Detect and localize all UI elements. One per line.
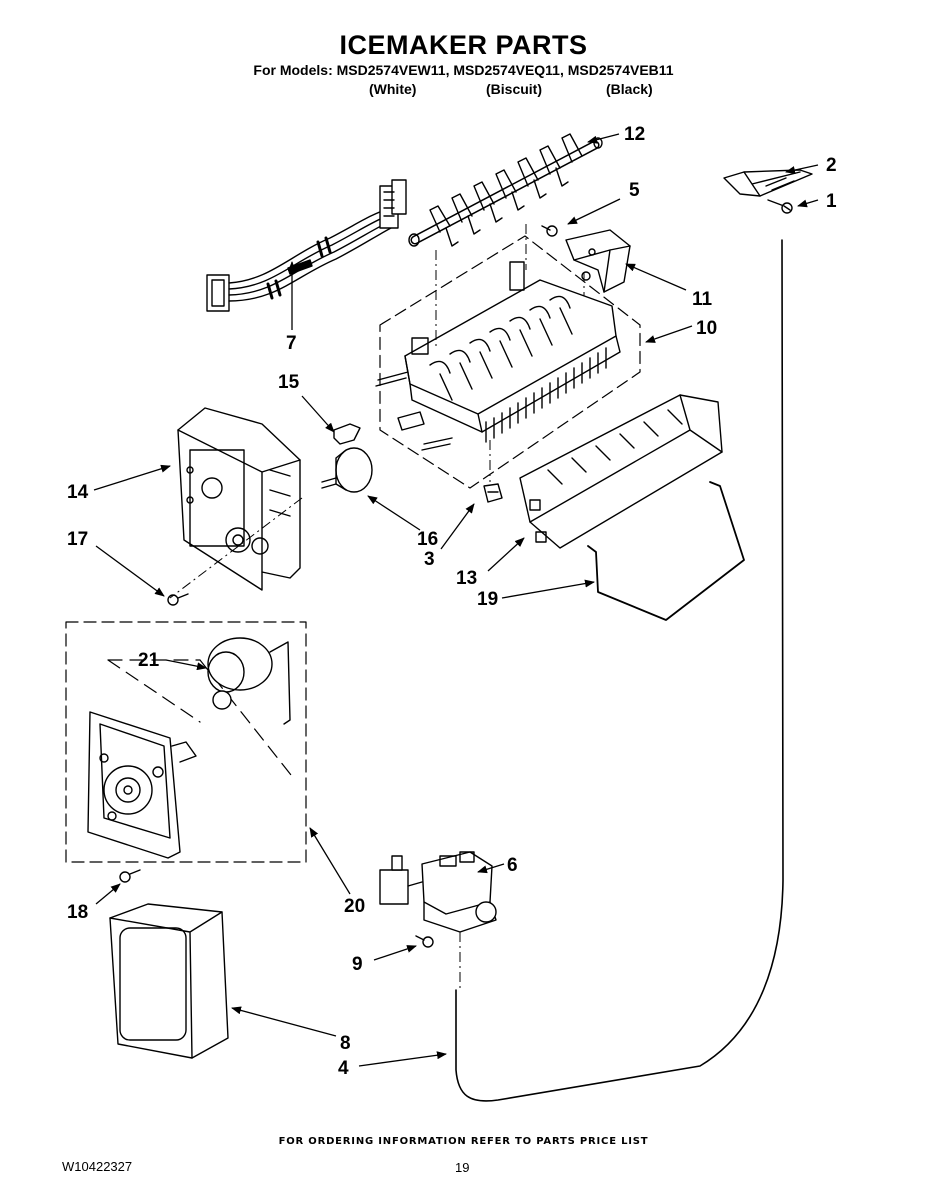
callout-5: 5 xyxy=(629,180,640,201)
callout-6: 6 xyxy=(507,855,518,876)
callout-21: 21 xyxy=(138,650,160,671)
callout-12: 12 xyxy=(624,124,645,145)
part-cover xyxy=(519,394,723,549)
part-water-tube xyxy=(455,239,784,1102)
part-thermostat-clip xyxy=(333,423,361,445)
part-module-plate xyxy=(87,711,197,859)
part-motor xyxy=(207,637,291,725)
page-number: 19 xyxy=(455,1160,470,1175)
part-bracket xyxy=(565,229,631,293)
part-wiring-harness xyxy=(206,179,407,312)
part-water-valve xyxy=(379,851,497,933)
callout-19: 19 xyxy=(477,589,498,610)
variant-white: (White) xyxy=(369,81,417,97)
callout-20: 20 xyxy=(344,896,365,917)
part-screw-18 xyxy=(119,869,141,883)
leader-arrows xyxy=(93,133,819,1067)
part-clip xyxy=(483,483,503,503)
callout-15: 15 xyxy=(278,372,300,393)
callout-18: 18 xyxy=(67,902,88,923)
callout-13: 13 xyxy=(456,568,477,589)
part-screw-9 xyxy=(415,935,434,948)
callout-14: 14 xyxy=(67,482,89,503)
part-screw-1 xyxy=(767,199,793,214)
callout-8: 8 xyxy=(340,1033,351,1054)
variant-biscuit: (Biscuit) xyxy=(486,81,542,97)
callout-7: 7 xyxy=(286,333,297,354)
callout-17: 17 xyxy=(67,529,88,550)
callout-1: 1 xyxy=(826,191,837,212)
part-mold xyxy=(375,261,621,451)
ordering-note: FOR ORDERING INFORMATION REFER TO PARTS … xyxy=(278,1136,649,1147)
callout-11: 11 xyxy=(692,289,713,310)
part-screw-5 xyxy=(541,225,558,237)
callout-10: 10 xyxy=(696,318,717,339)
callout-16: 16 xyxy=(417,529,438,550)
document-id: W10422327 xyxy=(62,1159,133,1174)
part-10-dashed-box xyxy=(379,235,641,489)
model-list: For Models: MSD2574VEW11, MSD2574VEQ11, … xyxy=(253,62,674,78)
variant-black: (Black) xyxy=(606,81,653,97)
part-fill-cup xyxy=(723,169,813,197)
callout-9: 9 xyxy=(352,954,363,975)
part-20-dashed-box xyxy=(65,621,307,863)
part-shutoff-arm xyxy=(587,481,745,621)
part-thermostat xyxy=(321,447,373,493)
part-ejector-blade xyxy=(408,133,603,247)
part-cover-pad xyxy=(109,903,229,1059)
part-screw-17 xyxy=(167,593,189,606)
page-title: ICEMAKER PARTS xyxy=(339,30,588,60)
part-control-housing xyxy=(177,407,301,591)
callout-4: 4 xyxy=(338,1058,349,1079)
callout-2: 2 xyxy=(826,155,837,176)
assembly-centerlines xyxy=(169,224,585,990)
callout-3: 3 xyxy=(424,549,435,570)
